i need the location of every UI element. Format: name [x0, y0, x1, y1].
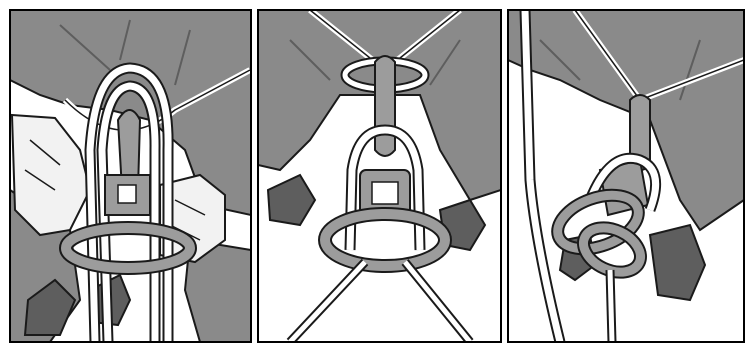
tie-off-illustration: [0, 0, 752, 346]
illustration-canvas: [0, 0, 752, 346]
